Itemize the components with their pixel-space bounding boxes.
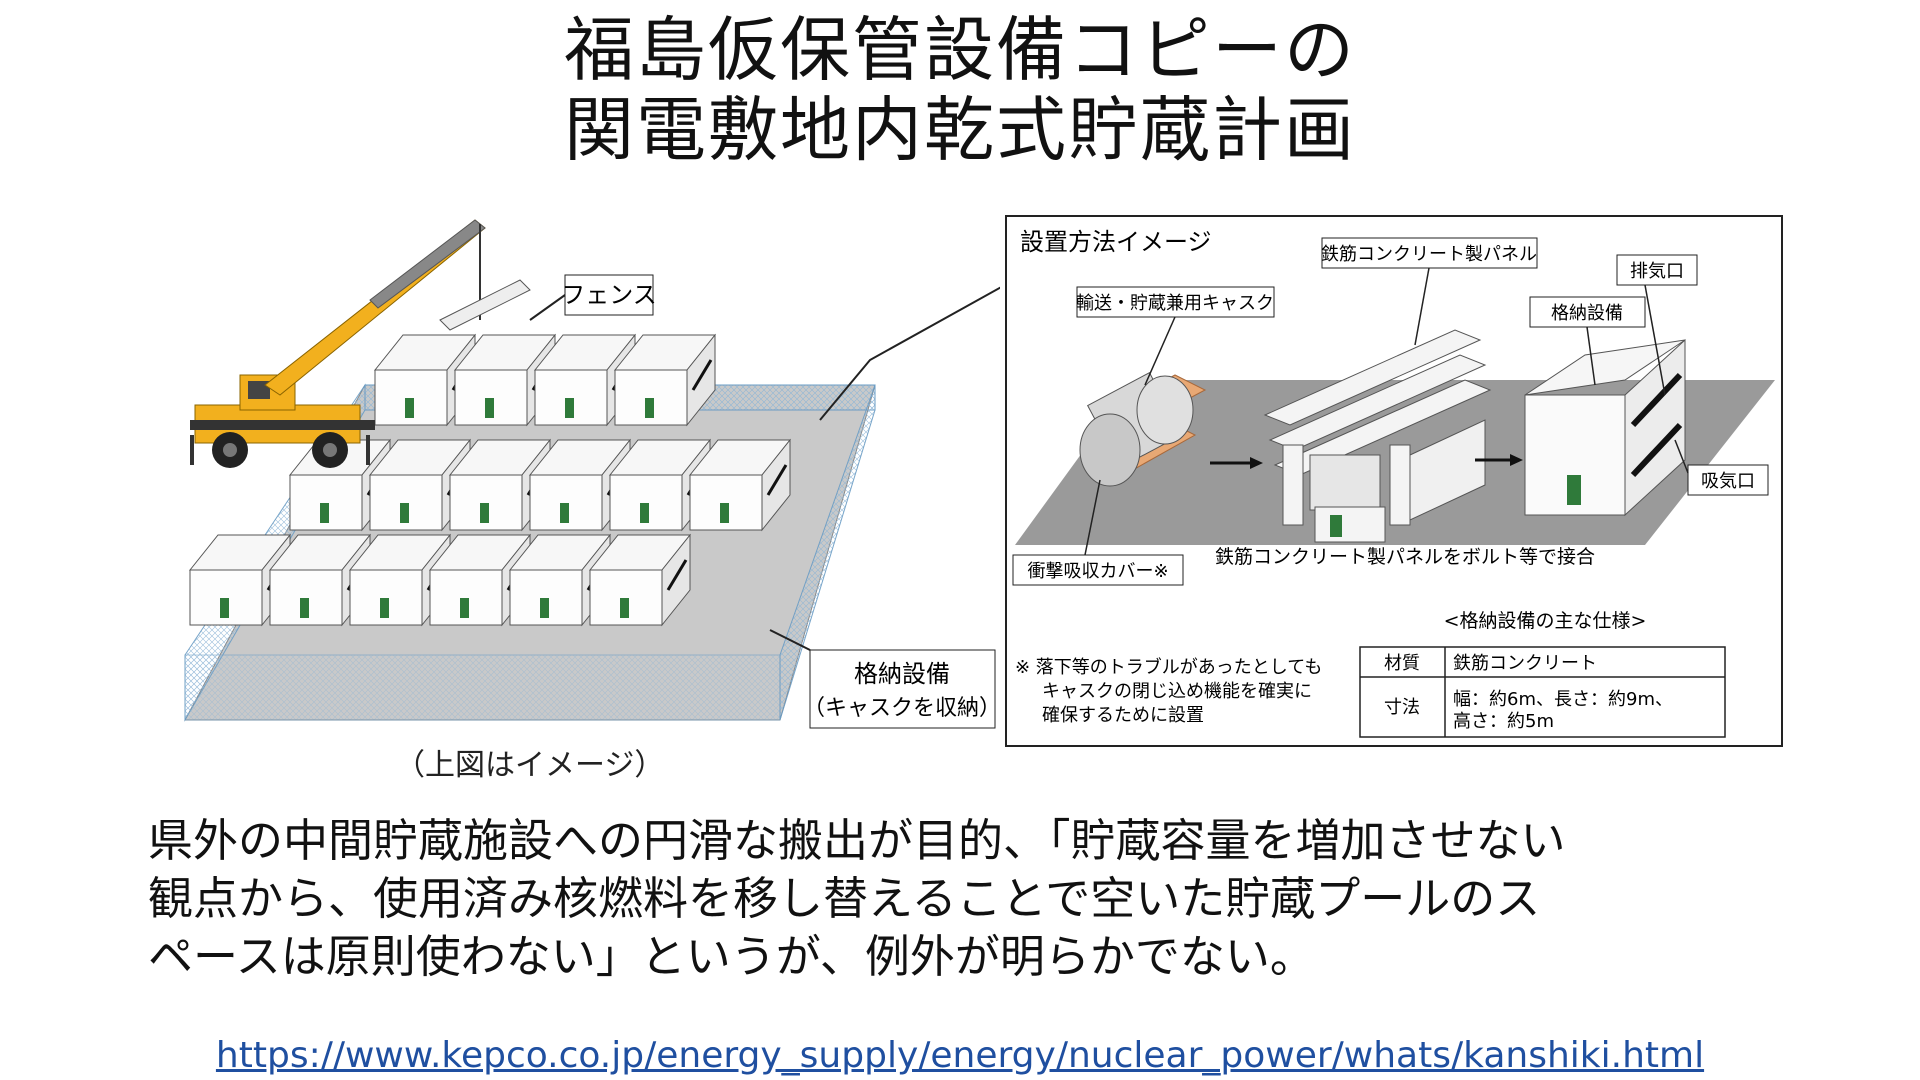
storage-unit bbox=[613, 333, 717, 427]
body-line-3: ペースは原則使わない」というが、例外が明らかでない。 bbox=[148, 930, 1315, 983]
storage-unit bbox=[588, 533, 692, 627]
footnote-line-1: ※ 落下等のトラブルがあったとしても bbox=[1015, 656, 1322, 678]
figure-caption: （上図はイメージ） bbox=[395, 748, 665, 783]
installation-method-diagram: 設置方法イメージ 輸送・貯蔵兼用キャスク 鉄筋コンクリート製パネル bbox=[1005, 215, 1783, 747]
storage-unit bbox=[268, 533, 372, 627]
storage-units bbox=[188, 333, 792, 627]
body-line-2: 観点から、使用済み核燃料を移し替えることで空いた貯蔵プールのス bbox=[148, 872, 1541, 925]
crane-icon bbox=[190, 219, 486, 468]
site-overview-illustration: フェンス 格納設備 （キャスクを収納） bbox=[184, 219, 1000, 729]
spec-size-line-1: 幅：約6m、長さ：約9m、 bbox=[1453, 689, 1673, 710]
detail-connector bbox=[819, 286, 1000, 421]
storage-unit bbox=[688, 438, 792, 532]
spec-title: <格納設備の主な仕様> bbox=[1444, 610, 1647, 632]
spec-material-key: 材質 bbox=[1384, 653, 1420, 674]
storage-unit bbox=[453, 333, 557, 427]
cask-label: 輸送・貯蔵兼用キャスク bbox=[1076, 293, 1274, 314]
spec-table: 材質 鉄筋コンクリート 寸法 幅：約6m、長さ：約9m、 高さ：約5m bbox=[1359, 646, 1726, 738]
lifted-panel bbox=[439, 279, 531, 331]
spec-material-value: 鉄筋コンクリート bbox=[1453, 653, 1597, 674]
shock-cover-label: 衝撃吸収カバー※ bbox=[1027, 561, 1168, 582]
body-text: 県外の中間貯蔵施設への円滑な搬出が目的、「貯蔵容量を増加させない 観点から、使用… bbox=[148, 812, 1788, 986]
fence-front bbox=[184, 654, 781, 721]
bolt-note: 鉄筋コンクリート製パネルをボルト等で接合 bbox=[1215, 546, 1595, 568]
title-line-2: 関電敷地内乾式貯蔵計画 bbox=[564, 89, 1356, 171]
exhaust-label: 排気口 bbox=[1630, 261, 1684, 282]
body-line-1: 県外の中間貯蔵施設への円滑な搬出が目的、「貯蔵容量を増加させない bbox=[148, 814, 1566, 867]
title-line-1: 福島仮保管設備コピーの bbox=[564, 9, 1356, 91]
intake-label: 吸気口 bbox=[1701, 471, 1755, 492]
diagram-heading: 設置方法イメージ bbox=[1020, 228, 1212, 256]
fence-label-box bbox=[564, 274, 654, 316]
spec-size-line-2: 高さ：約5m bbox=[1453, 711, 1554, 732]
storage-label-box bbox=[809, 649, 996, 729]
storage-box-icon bbox=[1524, 338, 1686, 517]
source-link[interactable]: https://www.kepco.co.jp/energy_supply/en… bbox=[215, 1035, 1705, 1076]
storage-box-label: 格納設備 bbox=[1551, 303, 1623, 324]
page-title: 福島仮保管設備コピーの 関電敷地内乾式貯蔵計画 bbox=[0, 10, 1920, 170]
panel-assembly-icon bbox=[1263, 329, 1492, 543]
panel-label: 鉄筋コンクリート製パネル bbox=[1321, 244, 1537, 265]
cask-icon bbox=[1079, 371, 1207, 487]
fence-label: フェンス bbox=[561, 281, 657, 309]
spec-size-key: 寸法 bbox=[1384, 697, 1420, 718]
footnote-line-2: キャスクの閉じ込め機能を確実に bbox=[1042, 681, 1312, 702]
storage-label-line-1: 格納設備 bbox=[854, 660, 950, 688]
footnote-line-3: 確保するために設置 bbox=[1042, 705, 1204, 726]
storage-label-line-2: （キャスクを収納） bbox=[803, 696, 1000, 721]
